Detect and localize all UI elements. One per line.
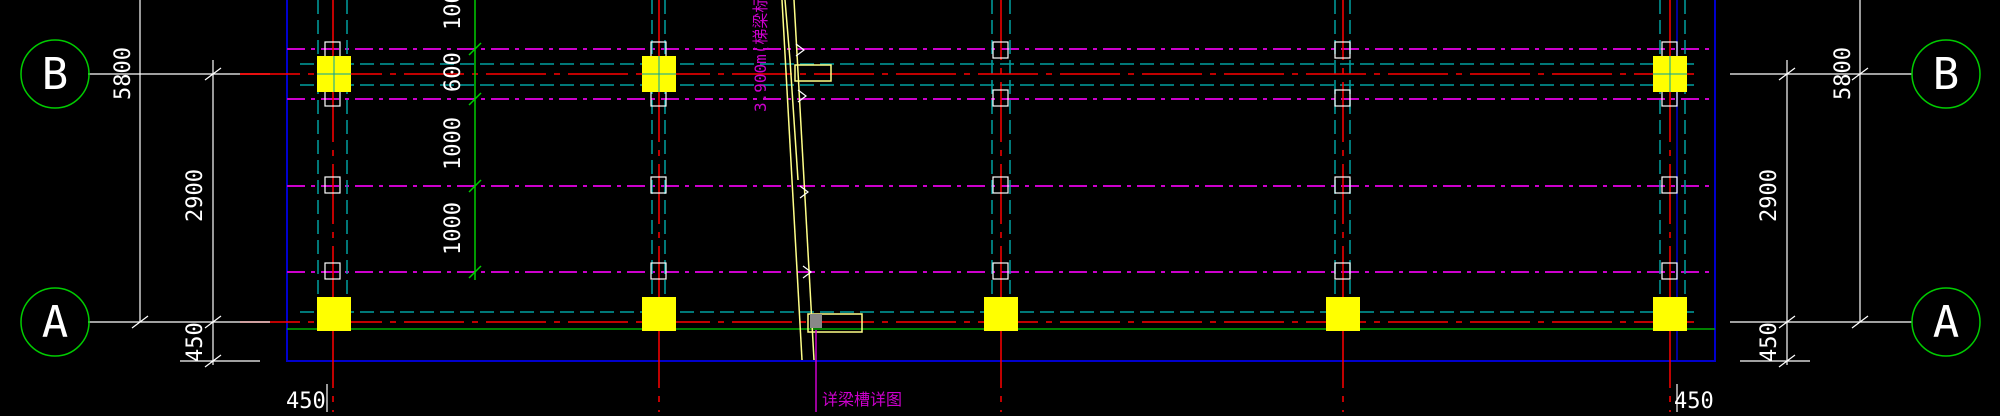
left-dim-mid: 2900 [183, 169, 208, 222]
column-a-4 [1326, 297, 1360, 331]
vdim-4: 1000 [441, 202, 466, 255]
axis-bubble-a-right[interactable]: A [1911, 287, 1981, 357]
vdim-1: 1000 [441, 0, 466, 30]
svg-text:B: B [1933, 49, 1960, 100]
left-dimensions [88, 0, 270, 368]
right-dim-total: 5800 [1831, 47, 1856, 100]
column-a-5 [1653, 297, 1687, 331]
right-dim-bottom: 450 [1757, 322, 1782, 362]
column-markers [324, 41, 1678, 280]
detail-note: 详梁槽详图 [822, 390, 902, 409]
axis-bubble-b-left[interactable]: B [20, 39, 90, 109]
right-dimensions [1730, 0, 1912, 368]
column-a-1 [317, 297, 351, 331]
left-dim-bottom: 450 [183, 322, 208, 362]
ramp-elevation-note: 3.900m(梯梁标高) [751, 0, 770, 112]
column-a-2 [642, 297, 676, 331]
left-dim-total: 5800 [111, 47, 136, 100]
bottom-dim-left: 450 [286, 389, 326, 412]
axis-bubble-b-right[interactable]: B [1911, 39, 1981, 109]
svg-text:B: B [42, 49, 69, 100]
bottom-dim-right: 450 [1674, 389, 1714, 412]
column-a-3 [984, 297, 1018, 331]
column-crosshairs [317, 56, 1687, 92]
stair-ramp [781, 0, 863, 361]
ramp-foot-block [810, 314, 822, 328]
axis-bubble-a-left[interactable]: A [20, 287, 90, 357]
svg-text:A: A [1933, 297, 1960, 348]
ramp-ticks [795, 43, 812, 279]
right-dim-mid: 2900 [1757, 169, 1782, 222]
green-dim-ticks [468, 42, 482, 279]
svg-text:A: A [42, 297, 69, 348]
vdim-2: 600 [441, 52, 466, 92]
vdim-3: 1000 [441, 117, 466, 170]
